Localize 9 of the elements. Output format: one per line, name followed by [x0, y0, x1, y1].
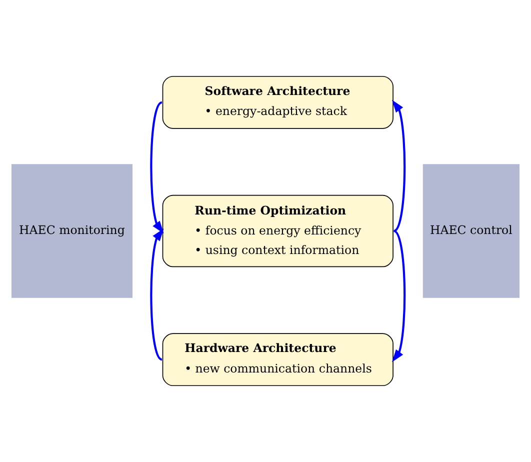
node-box: Hardware Architecture • new communication channels: [162, 333, 394, 386]
arrow: [150, 102, 164, 234]
node-box: Run-time Optimization • focus on energy efficiency • using context information: [162, 194, 394, 268]
arrow: [392, 100, 406, 232]
node-box: Software Architecture • energy-adaptive stack: [162, 76, 394, 129]
node-box: HAEC control: [422, 164, 520, 298]
node-box: HAEC monitoring: [11, 164, 132, 298]
arrow: [392, 230, 406, 362]
arrow: [150, 228, 164, 360]
